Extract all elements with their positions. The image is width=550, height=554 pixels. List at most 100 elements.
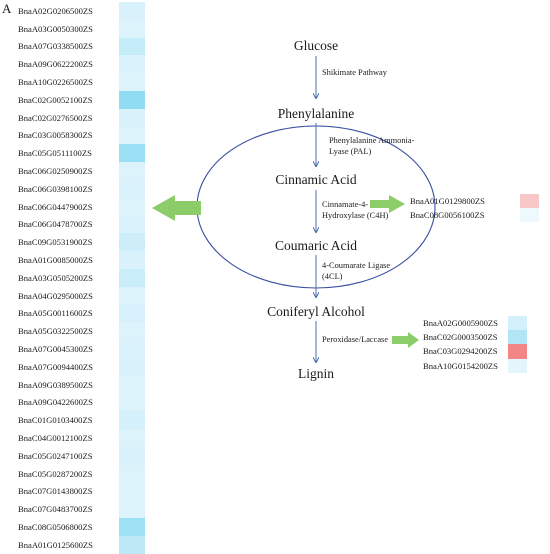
expression-cell [118,375,145,394]
expression-cell [118,518,145,536]
gene-id: BnaA02G0206500ZS [18,5,93,16]
expression-cell [118,268,145,287]
expression-cell [118,340,145,358]
pathway-diagram [152,56,436,448]
heatmap-row: BnaC04G0012100ZS [18,429,145,447]
panel-label: A [2,1,12,16]
gene-id: BnaA09G0422600ZS [18,397,93,408]
expression-cell [118,411,145,430]
heatmap-row: BnaA07G0094400ZS [18,357,145,376]
heatmap-row: BnaA10G0226500ZS [18,73,145,91]
node-coniferyl-alcohol: Coniferyl Alcohol [267,304,365,319]
gene-id: BnaA10G0154200ZS [423,360,498,371]
expression-cell [118,464,145,483]
expression-cell [118,126,145,145]
gene-id: BnaA07G0338500ZS [18,41,93,52]
gene-id: BnaA07G0045300ZS [18,344,93,355]
expression-cell [118,2,145,20]
expression-cell [508,316,527,331]
heatmap-row: BnaA04G0295000ZS [18,286,145,305]
prx-gene-list: BnaA02G0005900ZS BnaC02G0003500ZS BnaC03… [423,316,533,373]
node-glucose: Glucose [293,38,339,53]
heatmap-row: BnaC03G0058300ZS [18,126,145,145]
expression-cell [118,500,145,519]
gene-id: BnaA03G0505200ZS [18,272,93,283]
enzyme-line: Shikimate Pathway [322,68,387,77]
enzyme-line: Hydroxylase (C4H) [322,210,389,220]
expression-cell [118,108,145,127]
gene-id: BnaA02G0005900ZS [423,318,498,329]
heatmap-row: BnaC06G0478700ZS [18,215,145,234]
enzyme-4cl: 4-Coumarate Ligase (4CL) [322,261,390,282]
enzyme-pal: Phenylalanine Ammonia- Lyase (PAL) [329,136,414,157]
expression-cell [118,233,145,252]
expression-cell [118,90,145,109]
expression-cell [118,55,145,74]
gene-id: BnaC02G0276500ZS [18,112,93,123]
prx-gene-row: BnaA10G0154200ZS [423,358,533,373]
expression-cell [118,393,145,412]
enzyme-line: 4-Coumarate Ligase [322,261,391,270]
expression-cell [118,73,145,91]
gene-id: BnaC04G0012100ZS [18,433,93,444]
enzyme-shikimate: Shikimate Pathway [322,68,387,79]
expression-cell [118,357,145,376]
node-cinnamic-acid: Cinnamic Acid [275,172,357,187]
gene-id: BnaA01G0085000ZS [18,255,93,266]
expression-cell [118,215,145,234]
gene-id: BnaC02G0003500ZS [423,332,498,343]
expression-cell [118,37,145,56]
gene-id: BnaC03G0294200ZS [423,346,498,357]
node-lignin: Lignin [298,366,334,381]
heatmap-row: BnaA01G0125600ZS [18,535,145,554]
gene-id: BnaC06G0447900ZS [18,201,93,212]
c4h-gene-list: BnaA01G0129800ZS BnaC08G0056100ZS [410,194,540,223]
big-left-arrow [152,195,201,221]
gene-id: BnaA01G0125600ZS [18,539,93,550]
c4h-gene-row: BnaA01G0129800ZS [410,194,540,209]
gene-id: BnaA07G0094400ZS [18,361,93,372]
expression-cell [118,197,145,216]
gene-id: BnaA09G0389500ZS [18,379,93,390]
heatmap-row: BnaC09G0531900ZS [18,233,145,252]
enzyme-line: Peroxidase/Laccase [322,335,389,344]
c4h-gene-row: BnaC08G0056100ZS [410,208,540,223]
gene-id: BnaC02G0052100ZS [18,94,93,105]
expression-cell [118,162,145,180]
heatmap-row: BnaC06G0250900ZS [18,162,145,180]
gene-id: BnaA10G0226500ZS [18,77,93,88]
heatmap-row: BnaA09G0422600ZS [18,393,145,412]
expression-cell [118,322,145,341]
expression-cell [508,330,527,345]
heatmap-row: BnaC05G0511100ZS [18,144,145,163]
heatmap-row: BnaC01G0103400ZS [18,411,145,430]
heatmap-row: BnaA03G0050300ZS [18,19,145,38]
heatmap-row: BnaC05G0247100ZS [18,446,145,465]
prx-gene-row: BnaC03G0294200ZS [423,344,533,359]
gene-id: BnaA03G0050300ZS [18,23,93,34]
heatmap-row: BnaA07G0338500ZS [18,37,145,56]
gene-id: BnaC05G0511100ZS [18,148,92,159]
heatmap-row: BnaA09G0622200ZS [18,55,145,74]
heatmap-row: BnaA05G0322500ZS [18,322,145,341]
expression-cell [118,482,145,501]
gene-id: BnaA01G0129800ZS [410,196,485,207]
expression-cell [118,446,145,465]
gene-id: BnaC09G0531900ZS [18,237,93,248]
prx-gene-arrow [392,332,419,348]
gene-id: BnaC07G0143800ZS [18,486,93,497]
gene-id: BnaC05G0247100ZS [18,450,93,461]
gene-id: BnaA09G0622200ZS [18,59,93,70]
heatmap-row: BnaA07G0045300ZS [18,340,145,358]
gene-id: BnaA05G0011600ZS [18,308,93,319]
enzyme-peroxidase-laccase: Peroxidase/Laccase [322,335,388,346]
prx-gene-row: BnaC02G0003500ZS [423,330,533,345]
node-coumaric-acid: Coumaric Acid [274,238,358,253]
prx-gene-row: BnaA02G0005900ZS [423,316,533,331]
heatmap-row: BnaC06G0447900ZS [18,197,145,216]
node-phenylalanine: Phenylalanine [277,106,355,121]
enzyme-line: Lyase (PAL) [329,146,372,156]
c4h-gene-arrow [370,195,405,213]
enzyme-c4h: Cinnamate-4- Hydroxylase (C4H) [322,200,388,221]
expression-cell [118,286,145,305]
